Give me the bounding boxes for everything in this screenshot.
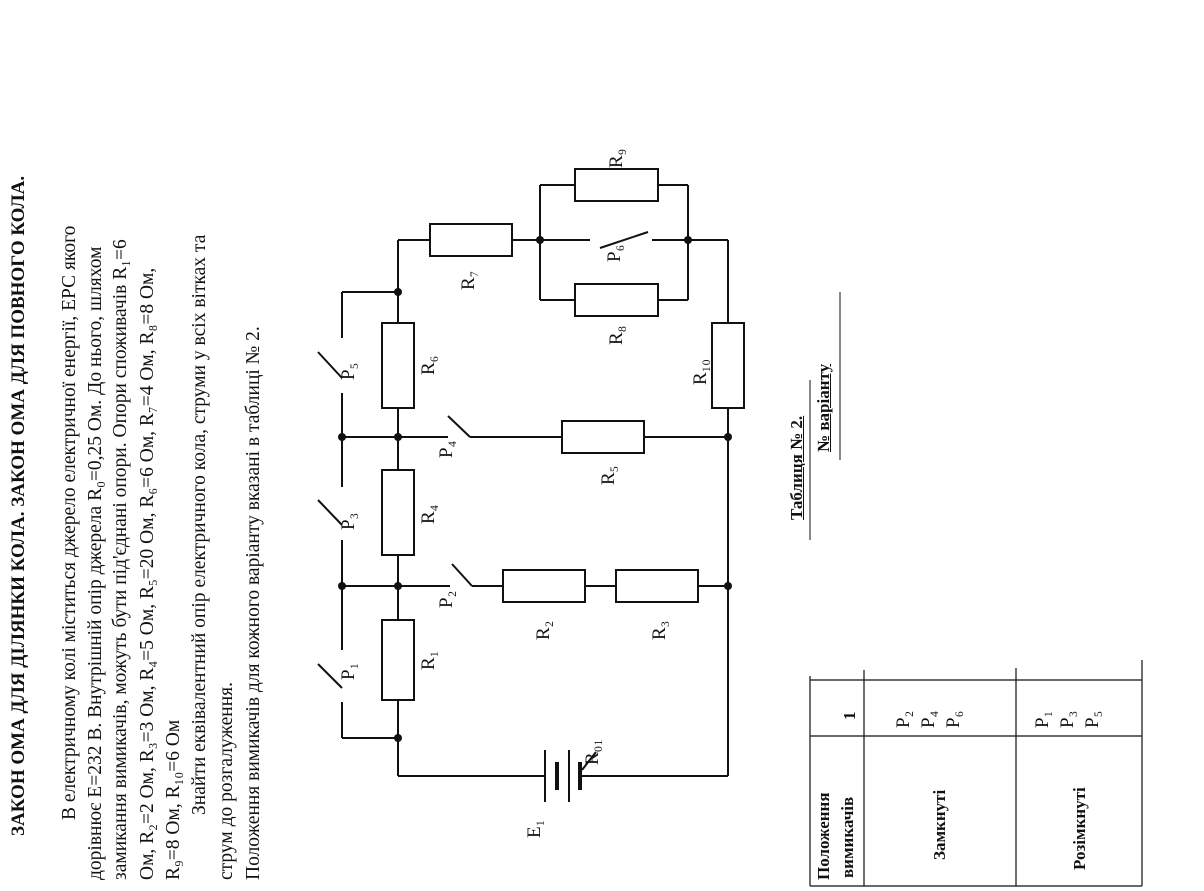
table-closed-value-2: P₄ xyxy=(918,710,939,728)
table-variant-number: 1 xyxy=(840,711,859,721)
table-closed-value-3: P₆ xyxy=(943,710,964,728)
table-row-label-open: Розімкнуті xyxy=(1070,787,1089,870)
table-row-label-closed: Замкнуті xyxy=(930,789,949,860)
table-closed-value-1: P₂ xyxy=(893,710,914,728)
table-open-value-1: P₁ xyxy=(1032,710,1053,728)
table-col-header-2: вимикачів xyxy=(838,796,857,878)
table-open-value-2: P₃ xyxy=(1057,710,1078,728)
table-open-value-3: P₅ xyxy=(1082,710,1103,728)
table-col-header-1: Положення xyxy=(814,792,833,880)
